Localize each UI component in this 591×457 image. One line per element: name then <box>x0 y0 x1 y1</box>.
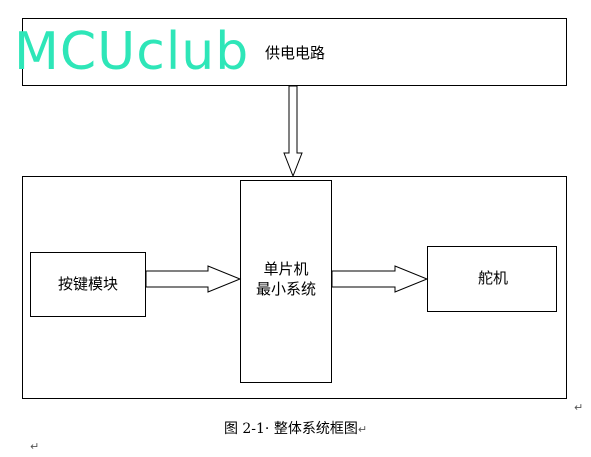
key-module-box: 按键模块 <box>30 252 146 317</box>
figure-caption-text: 图 2-1· 整体系统框图 <box>223 421 358 437</box>
power-supply-box: 供电电路 <box>22 18 567 86</box>
paragraph-mark-bottom: ↵ <box>30 440 40 453</box>
arrow-power-to-mcu <box>283 85 303 178</box>
servo-box: 舵机 <box>427 246 557 312</box>
figure-caption: 图 2-1· 整体系统框图↵ <box>0 420 591 438</box>
mcu-label-line1: 单片机 <box>263 260 309 278</box>
mcu-box: 单片机 最小系统 <box>240 180 332 383</box>
servo-label: 舵机 <box>478 269 509 287</box>
caption-paragraph-mark: ↵ <box>357 423 368 436</box>
power-supply-label: 供电电路 <box>265 44 326 62</box>
mcuclub-watermark: MCUclub <box>14 22 250 82</box>
key-module-label: 按键模块 <box>58 275 119 293</box>
paragraph-mark-right: ↵ <box>574 401 584 414</box>
mcu-label-line2: 最小系统 <box>255 280 316 298</box>
